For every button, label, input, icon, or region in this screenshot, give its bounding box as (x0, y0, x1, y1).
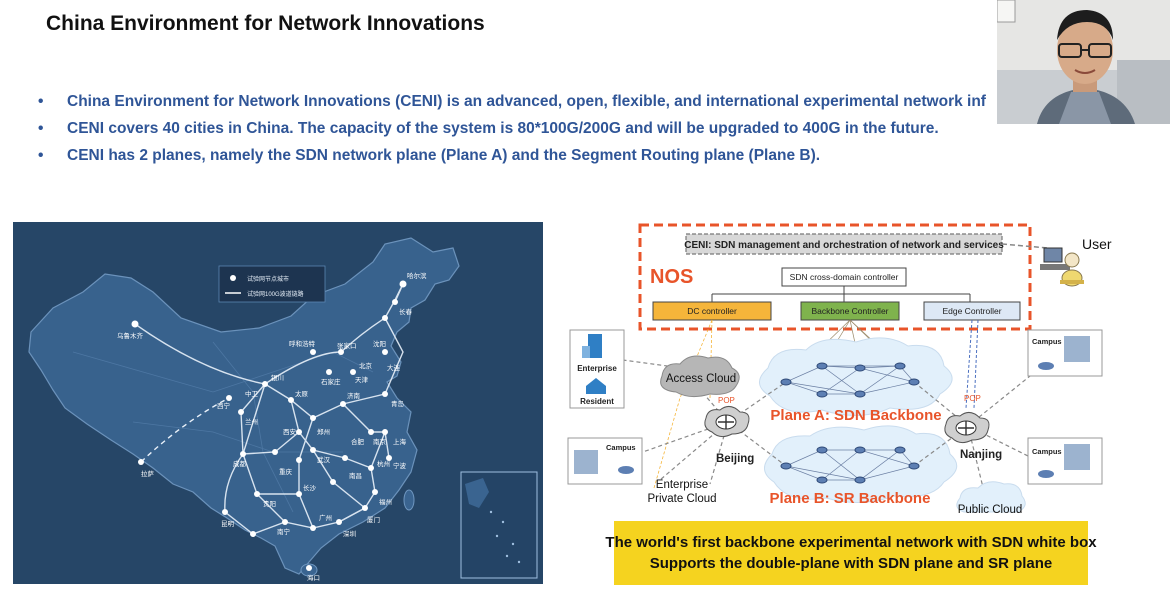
bullet-dot: • (38, 147, 44, 164)
ceni-architecture-diagram: NOS CENI: SDN management and orchestrati… (560, 218, 1120, 590)
city-label: 武汉 (317, 455, 331, 464)
city-label: 昆明 (221, 520, 235, 528)
city-label: 杭州 (377, 459, 390, 468)
city-label: 南宁 (277, 527, 291, 536)
city-label: 大连 (387, 363, 401, 372)
city-label: 北京 (359, 361, 373, 370)
access-cloud-label: Access Cloud (666, 373, 736, 385)
summary-banner: The world's first backbone experimental … (605, 521, 1097, 585)
city-label: 宁波 (393, 461, 407, 470)
city-label: 西安 (283, 427, 297, 436)
banner-line-2: Supports the double-plane with SDN plane… (649, 555, 1053, 572)
pop-router-icon (704, 406, 750, 438)
city-label: 南昌 (349, 471, 362, 480)
city-label: 深圳 (343, 529, 356, 538)
resident-label: Resident (580, 397, 614, 406)
user-icon (1040, 247, 1084, 287)
plane-a-cloud (759, 337, 953, 417)
city-label: 哈尔滨 (407, 271, 427, 280)
nanjing-label: Nanjing (960, 449, 1002, 461)
backbone-controller-label: Backbone Controller (811, 306, 888, 316)
city-label: 西宁 (217, 401, 231, 410)
city-label: 福州 (379, 497, 392, 506)
map-legend-node: 试验网节点城市 (247, 275, 289, 283)
pop-left-label: POP (718, 396, 735, 405)
city-label: 天津 (355, 376, 369, 384)
city-label: 重庆 (279, 467, 293, 476)
map-legend-link: 试验网100G波道链路 (247, 290, 304, 298)
city-label: 拉萨 (141, 469, 155, 478)
bullet-text: CENI covers 40 cities in China. The capa… (67, 120, 939, 137)
campus-box-left: Campus (567, 437, 643, 485)
china-network-map: 试验网节点城市 试验网100G波道链路 乌鲁木齐 哈尔滨 长春 沈阳 大连 呼和… (13, 222, 543, 584)
enterprise-label: Enterprise (577, 364, 617, 373)
enterprise-private-cloud-label: Enterprise (656, 479, 708, 491)
slide-title: China Environment for Network Innovation… (46, 12, 485, 35)
bullet-text: CENI has 2 planes, namely the SDN networ… (67, 147, 821, 164)
access-cloud-icon (660, 355, 740, 398)
public-cloud-icon (956, 481, 1026, 513)
banner-line-1: The world's first backbone experimental … (605, 534, 1097, 551)
map-legend (218, 265, 326, 303)
presenter-video-frame (997, 0, 1170, 124)
bullet-dot: • (38, 120, 44, 137)
pop-router-icon (944, 412, 990, 444)
bullet-item: • CENI has 2 planes, namely the SDN netwo… (36, 145, 996, 172)
webcam-video (997, 0, 1170, 124)
city-label: 济南 (347, 391, 361, 400)
sdn-management-label: CENI: SDN management and orchestration o… (684, 240, 1004, 251)
edge-controller-label: Edge Controller (942, 306, 1001, 316)
city-label: 贵阳 (263, 499, 276, 508)
cross-domain-label: SDN cross-domain controller (790, 272, 899, 282)
city-label: 青岛 (391, 399, 404, 408)
city-label: 南京 (373, 437, 387, 446)
bullet-dot: • (38, 93, 44, 110)
map-city-nodes (131, 280, 407, 571)
campus-label: Campus (1032, 447, 1062, 456)
map-canvas: 试验网节点城市 试验网100G波道链路 乌鲁木齐 哈尔滨 长春 沈阳 大连 呼和… (13, 222, 543, 584)
router-nodes (780, 362, 920, 484)
nos-box (638, 223, 1032, 331)
plane-b-cloud (764, 425, 958, 504)
city-label: 长春 (399, 307, 413, 316)
city-label: 合肥 (351, 437, 365, 446)
plane-b-label: Plane B: SR Backbone (770, 490, 931, 507)
city-label: 乌鲁木齐 (117, 331, 144, 340)
user-label: User (1082, 236, 1112, 252)
city-label: 呼和浩特 (289, 339, 316, 348)
city-label: 海口 (307, 573, 320, 582)
campus-label: Campus (1032, 337, 1062, 346)
city-label: 张家口 (337, 341, 357, 350)
diagram-canvas: NOS CENI: SDN management and orchestrati… (567, 223, 1112, 516)
city-label: 沈阳 (373, 339, 386, 348)
bullet-item: • China Environment for Network Innovatio… (36, 91, 996, 118)
campus-label: Campus (606, 443, 636, 452)
city-label: 石家庄 (321, 377, 341, 386)
enterprise-private-cloud-label: Private Cloud (647, 493, 716, 505)
campus-box-right-bottom: Campus (1027, 437, 1103, 485)
city-label: 成都 (233, 459, 247, 468)
campus-box-right-top: Campus (1027, 329, 1103, 377)
city-label: 长沙 (303, 483, 317, 492)
city-label: 郑州 (317, 428, 330, 436)
city-label: 太原 (295, 389, 309, 398)
bullet-list: • China Environment for Network Innovatio… (36, 91, 996, 172)
city-label: 上海 (393, 437, 407, 446)
plane-a-label: Plane A: SDN Backbone (770, 407, 941, 424)
city-label: 中卫 (245, 389, 259, 398)
city-label: 广州 (319, 513, 332, 522)
city-label: 兰州 (245, 417, 258, 426)
bullet-item: • CENI covers 40 cities in China. The cap… (36, 118, 996, 145)
dc-controller-label: DC controller (687, 306, 737, 316)
public-cloud-label: Public Cloud (958, 504, 1023, 516)
city-label: 厦门 (367, 515, 380, 524)
pop-right-label: POP (964, 394, 981, 403)
bullet-text: China Environment for Network Innovation… (67, 93, 986, 110)
city-label: 银川 (271, 373, 284, 382)
nos-label: NOS (650, 266, 693, 288)
beijing-label: Beijing (716, 453, 754, 465)
